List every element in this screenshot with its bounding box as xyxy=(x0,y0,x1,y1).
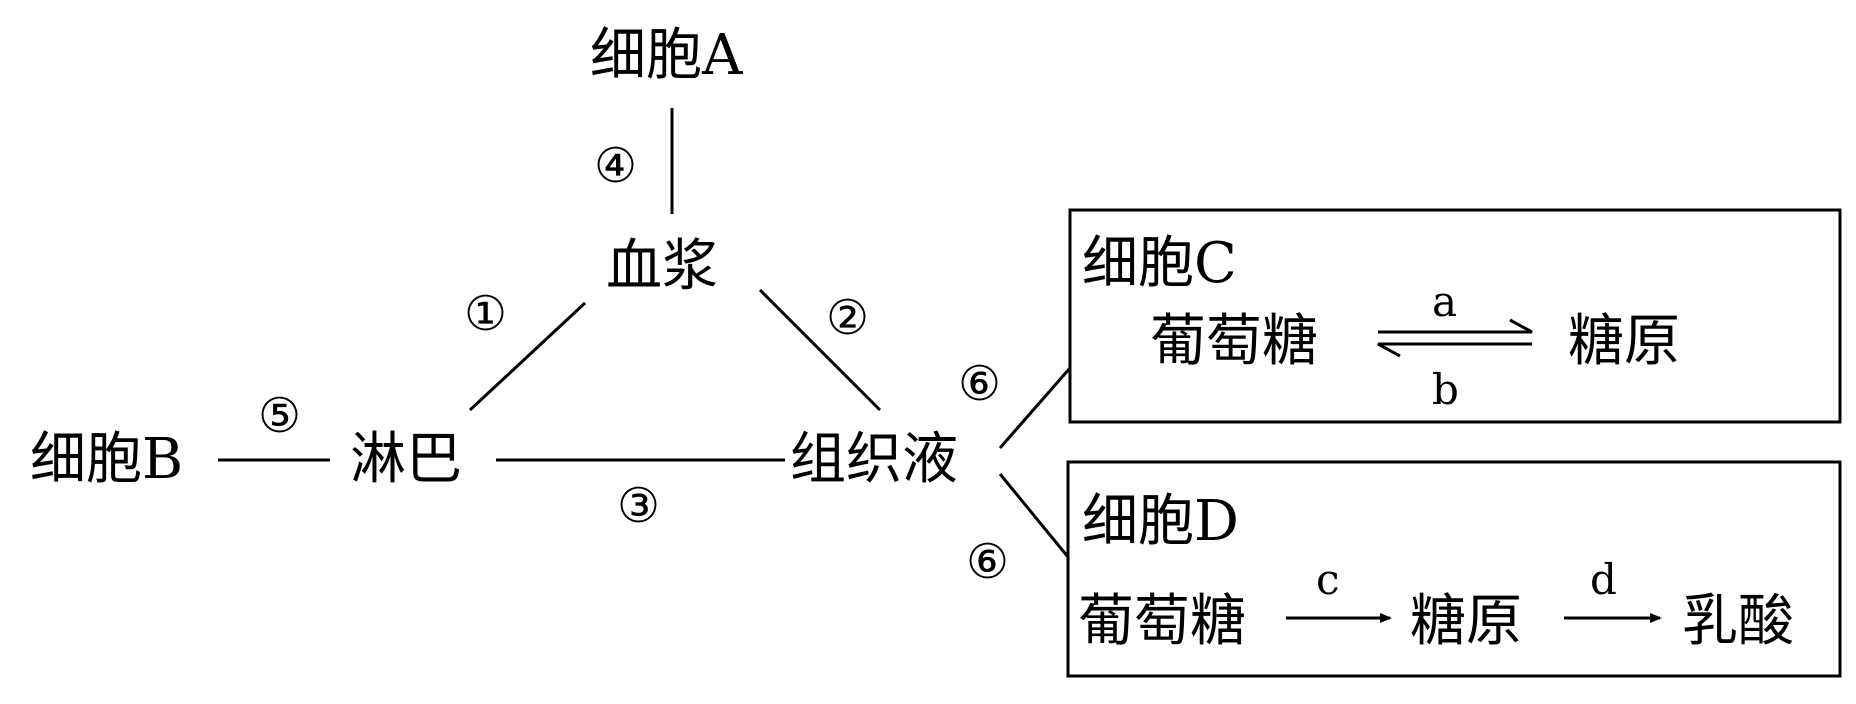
marker-6-top: ⑥ xyxy=(958,356,1001,412)
line-tissue-fluid-box-d xyxy=(998,473,1070,558)
box-cell-c: 细胞C 葡萄糖 糖原 a b xyxy=(1068,208,1842,424)
line-plasma-lymph xyxy=(468,301,587,412)
node-cell-a: 细胞A xyxy=(590,23,743,88)
box-cell-c-title: 细胞C xyxy=(1082,231,1237,296)
node-tissue-fluid: 组织液 xyxy=(790,427,958,492)
marker-4: ④ xyxy=(594,138,637,194)
box-cell-d: 细胞D 葡萄糖 糖原 乳酸 c d xyxy=(1066,460,1842,678)
box-cell-c-label-a: a xyxy=(1432,277,1457,326)
node-cell-b: 细胞B xyxy=(30,427,183,492)
marker-6-bottom: ⑥ xyxy=(966,534,1009,590)
box-cell-d-border xyxy=(1066,460,1842,678)
box-cell-c-label-b: b xyxy=(1432,365,1459,414)
box-cell-d-title: 细胞D xyxy=(1082,489,1239,554)
box-cell-d-lactic-acid: 乳酸 xyxy=(1682,589,1794,654)
box-cell-d-label-c: c xyxy=(1316,555,1340,604)
line-tissue-fluid-box-c xyxy=(998,367,1072,449)
marker-1: ① xyxy=(464,286,507,342)
box-cell-c-border xyxy=(1068,208,1842,424)
node-lymph: 淋巴 xyxy=(350,427,462,492)
line-plasma-tissue-fluid xyxy=(758,288,882,412)
box-cell-c-reverse-arrow xyxy=(1377,342,1532,358)
marker-5: ⑤ xyxy=(258,388,301,444)
box-cell-c-forward-arrow xyxy=(1378,318,1533,334)
node-plasma: 血浆 xyxy=(606,234,718,299)
marker-3: ③ xyxy=(617,478,660,534)
box-cell-d-glycogen: 糖原 xyxy=(1410,589,1522,654)
box-cell-d-glucose: 葡萄糖 xyxy=(1078,589,1246,654)
marker-2: ② xyxy=(826,290,869,346)
box-cell-c-glucose: 葡萄糖 xyxy=(1150,309,1318,374)
box-cell-d-label-d: d xyxy=(1590,555,1617,604)
box-cell-c-glycogen: 糖原 xyxy=(1568,309,1680,374)
